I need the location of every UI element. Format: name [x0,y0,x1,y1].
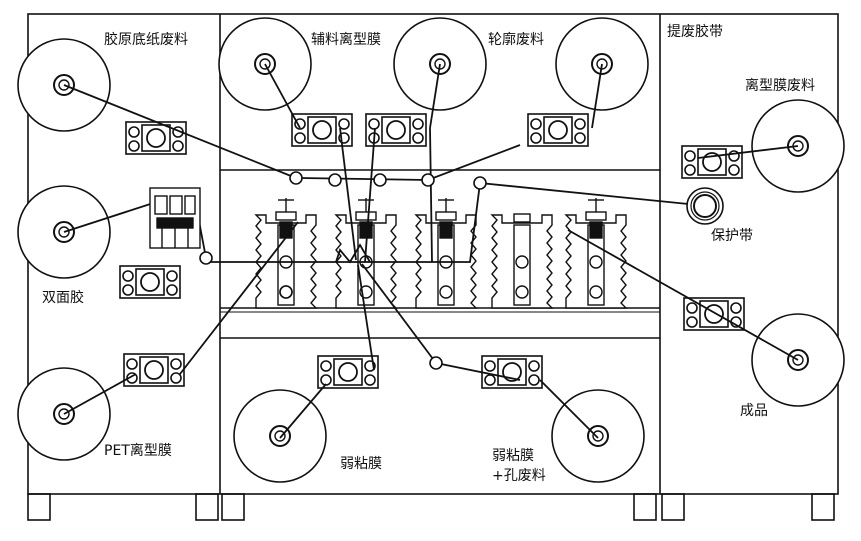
die-station [564,198,628,309]
guide-roller [289,171,303,185]
label-aux-release-film: 辅料离型膜 [311,32,381,48]
laminating-unit [149,187,201,249]
guide-roller [199,251,213,265]
guide-roller [373,173,387,187]
tension-module [291,113,353,147]
label-contour-waste: 轮廓废料 [488,32,544,48]
tension-module [125,121,187,155]
foot [661,493,685,521]
tension-module [119,265,181,299]
tension-module [683,297,745,331]
roll-weak-adhesive-film [233,389,327,483]
tension-module [527,113,589,147]
label-weak-film-hole-waste-1: 弱粘膜 [492,448,534,464]
roll-weak-film-hole-waste [551,389,645,483]
label-pet-release-film: PET离型膜 [104,443,172,459]
label-finished-product: 成品 [740,403,768,419]
foot [27,493,51,521]
foot [811,493,835,521]
guide-roller [279,285,293,299]
guide-roller [328,173,342,187]
guide-roller [421,173,435,187]
die-station [490,213,554,309]
tension-module [123,353,185,387]
label-release-film-waste: 离型膜废料 [745,78,815,94]
die-station [414,198,478,309]
tension-module [317,355,379,389]
foot [221,493,245,521]
label-protective-tape: 保护带 [711,228,753,244]
foot [195,493,219,521]
tension-module [365,113,427,147]
guide-roller [429,356,443,370]
roll-double-tape [17,185,111,279]
label-weak-film-hole-waste-2: +孔废料 [492,468,546,484]
web-paths [63,63,799,439]
label-double-tape: 双面胶 [42,290,84,306]
foot [633,493,657,521]
label-tape-lift: 提废胶带 [667,24,723,40]
label-jiaoyuan-waste: 胶原底纸废料 [104,32,188,48]
tension-module [481,355,543,389]
guide-roller [473,176,487,190]
tension-module [681,145,743,179]
label-weak-adhesive-film: 弱粘膜 [340,456,382,472]
protective-tape-roll [686,187,724,225]
